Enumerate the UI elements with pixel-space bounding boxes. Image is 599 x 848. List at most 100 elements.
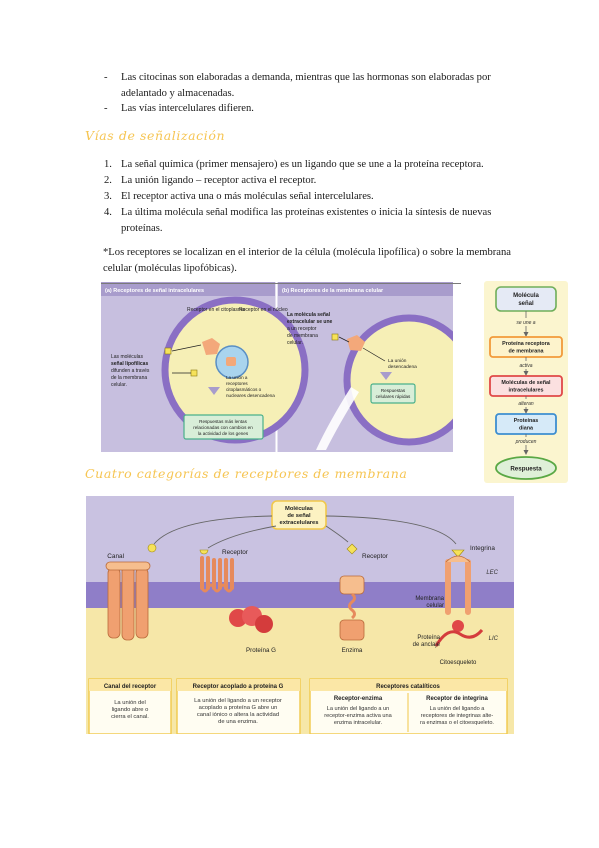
label-union-b-1: La unión xyxy=(388,358,407,364)
ligand-half-circle xyxy=(199,549,209,555)
label-extra-2: extracelular se une xyxy=(287,319,333,325)
signal-molecule-inside xyxy=(190,369,198,377)
signal-molecule-outside xyxy=(164,347,172,355)
card-gpcr-header xyxy=(177,679,300,691)
card-integrin-title: Receptor de integrina xyxy=(426,696,488,702)
gpcr-helices xyxy=(200,556,234,590)
step-text-2: La unión ligando – receptor activa el re… xyxy=(121,175,317,186)
card-enzyme-2: receptor-enzima activa una xyxy=(324,713,392,719)
card-enzyme-1: La unión del ligando a un xyxy=(327,706,390,712)
label-extra-3: a un receptor xyxy=(287,326,317,332)
section-heading-vias: Vías de señalización xyxy=(85,128,226,143)
card-integrin-3: ra enzimas o el citoesqueleto. xyxy=(420,720,494,726)
card-channel-2: ligando abre o xyxy=(112,707,149,713)
card-channel-3: cierra el canal. xyxy=(111,714,149,720)
label-union-3: citoplasmáticos o xyxy=(226,387,262,392)
membrane-band xyxy=(86,582,514,608)
flow-verb-3: alteran xyxy=(518,401,534,407)
cell-membrane-b xyxy=(343,314,453,446)
card-gpcr-1: La unión del ligando a un receptor xyxy=(194,698,282,704)
card-gpcr-3: canal iónico o altera la actividad xyxy=(197,712,279,718)
label-fast-2: celulares rápidas xyxy=(376,394,411,399)
enzyme-domain xyxy=(339,619,365,641)
label-receptor-e: Receptor xyxy=(362,553,389,560)
bullet-text-1: Las citocinas son elaboradas a demanda, … xyxy=(121,72,491,99)
label-lipophilic-5: celular. xyxy=(111,382,127,388)
panel-b-title: (b) Receptores de la membrana celular xyxy=(282,288,384,294)
label-extra-4: de membrana xyxy=(287,333,318,339)
label-fast-1: Respuestas xyxy=(381,388,406,393)
panel-a-title: (a) Receptores de señal intracelulares xyxy=(105,288,204,294)
extracellular-signal xyxy=(331,333,339,341)
flow-box3-l2: intracelulares xyxy=(508,388,543,394)
label-extra-1: La molécula señal xyxy=(287,312,331,318)
label-proteina-g: Proteína G xyxy=(246,647,276,654)
slow-response-box xyxy=(183,414,264,440)
card-channel-header xyxy=(89,679,171,691)
label-union-2: receptores xyxy=(226,381,248,386)
label-lipophilic-3: difunden a través xyxy=(111,368,150,374)
label-union-1: La unión a xyxy=(226,375,248,380)
fast-response-box xyxy=(370,383,416,404)
label-integrina: Integrina xyxy=(470,545,495,552)
flow-box-response xyxy=(495,456,557,480)
step-text-1: La señal química (primer mensajero) es u… xyxy=(121,159,484,170)
card-integrin-1: La unión del ligando a xyxy=(430,706,486,712)
card-gpcr-title: Receptor acoplado a proteína G xyxy=(193,684,284,690)
label-union-4: nucleares desencadena xyxy=(226,393,275,398)
bullet-marker: - xyxy=(104,103,108,114)
ligand-circle xyxy=(147,543,157,553)
label-receptor-cyto: Receptor en el citoplasma xyxy=(187,307,245,313)
signal-flow-diagram: Molécula señal se une a Proteína recepto… xyxy=(484,281,568,483)
card-gpcr-2: acoplado a proteína G abre un xyxy=(199,705,278,711)
flow-box4-l2: diana xyxy=(519,426,534,432)
flow-verb-4: producen xyxy=(515,439,537,445)
flow-box1-l1: Molécula xyxy=(513,293,539,299)
label-canal: Canal xyxy=(107,553,124,560)
card-integrin-2: receptores de integrinas alte- xyxy=(421,713,494,719)
step-number: 2. xyxy=(104,175,112,186)
flow-box3-l1: Moléculas de señal xyxy=(501,380,551,386)
flow-box5: Respuesta xyxy=(510,466,542,473)
channel-middle xyxy=(121,565,135,641)
label-top-2: de señal xyxy=(287,513,311,519)
label-lipophilic-2: señal lipofílicas xyxy=(111,361,148,367)
membrane-receptor xyxy=(347,335,365,351)
flow-verb-2: activa xyxy=(519,363,532,369)
extracellular-signals-box xyxy=(271,500,327,530)
flow-box4-l1: Proteínas xyxy=(514,418,539,424)
card-enzyme-title: Receptor-enzima xyxy=(334,696,383,702)
integrin-subunits xyxy=(445,559,471,615)
ligand-diamond xyxy=(346,543,358,555)
section-heading-categorias: Cuatro categorías de receptores de membr… xyxy=(85,466,408,481)
ligand-triangle xyxy=(451,549,465,558)
label-membrana-1: Membrana xyxy=(415,596,444,602)
card-channel-title: Canal del receptor xyxy=(104,684,157,690)
channel-left xyxy=(107,567,121,639)
card-catalytic-title: Receptores catalíticos xyxy=(376,684,440,690)
cytoskeleton xyxy=(434,628,484,647)
label-receptor-g: Receptor xyxy=(222,549,249,556)
label-enzima: Enzima xyxy=(342,647,363,654)
flow-box1-l2: señal xyxy=(518,301,534,307)
label-slow-response-1: Respuestas más lentas xyxy=(199,419,247,424)
label-anclaje-2: de anclaje xyxy=(413,642,441,648)
flow-box2-l2: de membrana xyxy=(508,349,544,355)
card-enzyme-3: enzima intracelular. xyxy=(334,720,383,726)
card-channel-1: La unión del xyxy=(114,700,146,706)
label-top-1: Moléculas xyxy=(285,506,313,512)
step-number: 1. xyxy=(104,159,112,170)
card-gpcr-4: de una enzima. xyxy=(218,719,258,725)
label-lipophilic-1: Las moléculas xyxy=(111,354,143,360)
label-lec: LEC xyxy=(486,570,498,576)
white-arrow xyxy=(316,387,359,450)
label-extra-5: celular. xyxy=(287,340,303,346)
receptor-location-note: *Los receptores se localizan en el inter… xyxy=(103,247,511,274)
figure-divider xyxy=(101,283,461,284)
flow-box2-l1: Proteína receptora xyxy=(502,341,551,347)
bullet-text-2: Las vías intercelulares difieren. xyxy=(121,103,254,114)
figure-signal-receptors: (a) Receptores de señal intracelulares (… xyxy=(101,282,453,452)
channel-top xyxy=(105,561,151,571)
label-membrana-2: celular xyxy=(426,603,444,609)
flow-verb-1: se une a xyxy=(516,320,535,326)
